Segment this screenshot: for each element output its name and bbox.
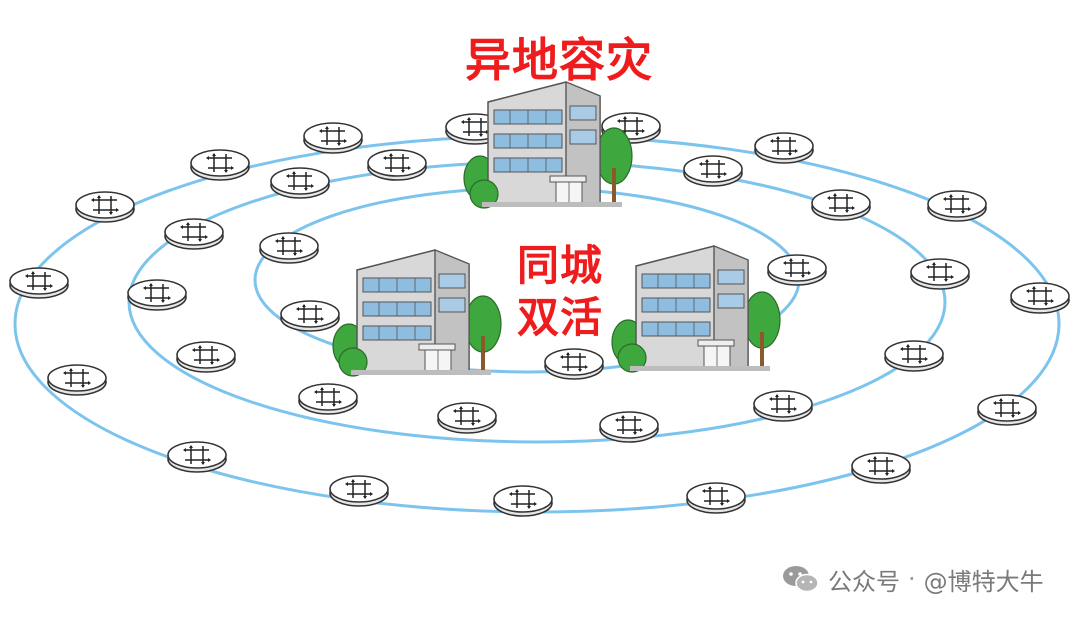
router-node-icon (599, 411, 659, 443)
router-node-icon (303, 122, 363, 154)
watermark-channel: 公众号 (828, 567, 900, 596)
same-city-label-line1: 同城 (516, 241, 603, 290)
datacenter-building-icon (463, 81, 633, 209)
router-node-icon (683, 155, 743, 187)
router-node-icon (270, 167, 330, 199)
router-node-icon (811, 189, 871, 221)
router-node-icon (754, 132, 814, 164)
same-city-label-line2: 双活 (516, 293, 603, 342)
router-node-icon (127, 279, 187, 311)
router-node-icon (190, 149, 250, 181)
router-node-icon (544, 348, 604, 380)
datacenter-building-icon (332, 249, 502, 377)
wechat-icon (783, 566, 819, 593)
router-node-icon (977, 394, 1037, 426)
router-node-icon (329, 475, 389, 507)
router-node-icon (851, 452, 911, 484)
watermark-separator: · (908, 565, 916, 593)
watermark: 公众号 · @博特大牛 (782, 562, 1044, 596)
router-node-icon (47, 364, 107, 396)
router-node-icon (367, 149, 427, 181)
router-node-icon (259, 232, 319, 264)
router-node-icon (75, 191, 135, 223)
router-node-icon (280, 300, 340, 332)
router-node-icon (437, 402, 497, 434)
router-node-icon (910, 258, 970, 290)
router-node-icon (686, 482, 746, 514)
same-city-active-active-label: 同城 双活 (510, 240, 610, 344)
router-node-icon (298, 383, 358, 415)
router-node-icon (176, 341, 236, 373)
router-node-icon (1010, 282, 1070, 314)
remote-disaster-recovery-label: 异地容灾 (465, 33, 653, 87)
watermark-account: @博特大牛 (923, 567, 1044, 596)
router-node-icon (884, 340, 944, 372)
datacenter-building-icon (611, 245, 781, 373)
router-node-icon (167, 441, 227, 473)
router-node-icon (164, 218, 224, 250)
router-node-icon (753, 390, 813, 422)
router-node-icon (927, 190, 987, 222)
router-node-icon (493, 485, 553, 517)
router-node-icon (767, 254, 827, 286)
router-node-icon (9, 267, 69, 299)
